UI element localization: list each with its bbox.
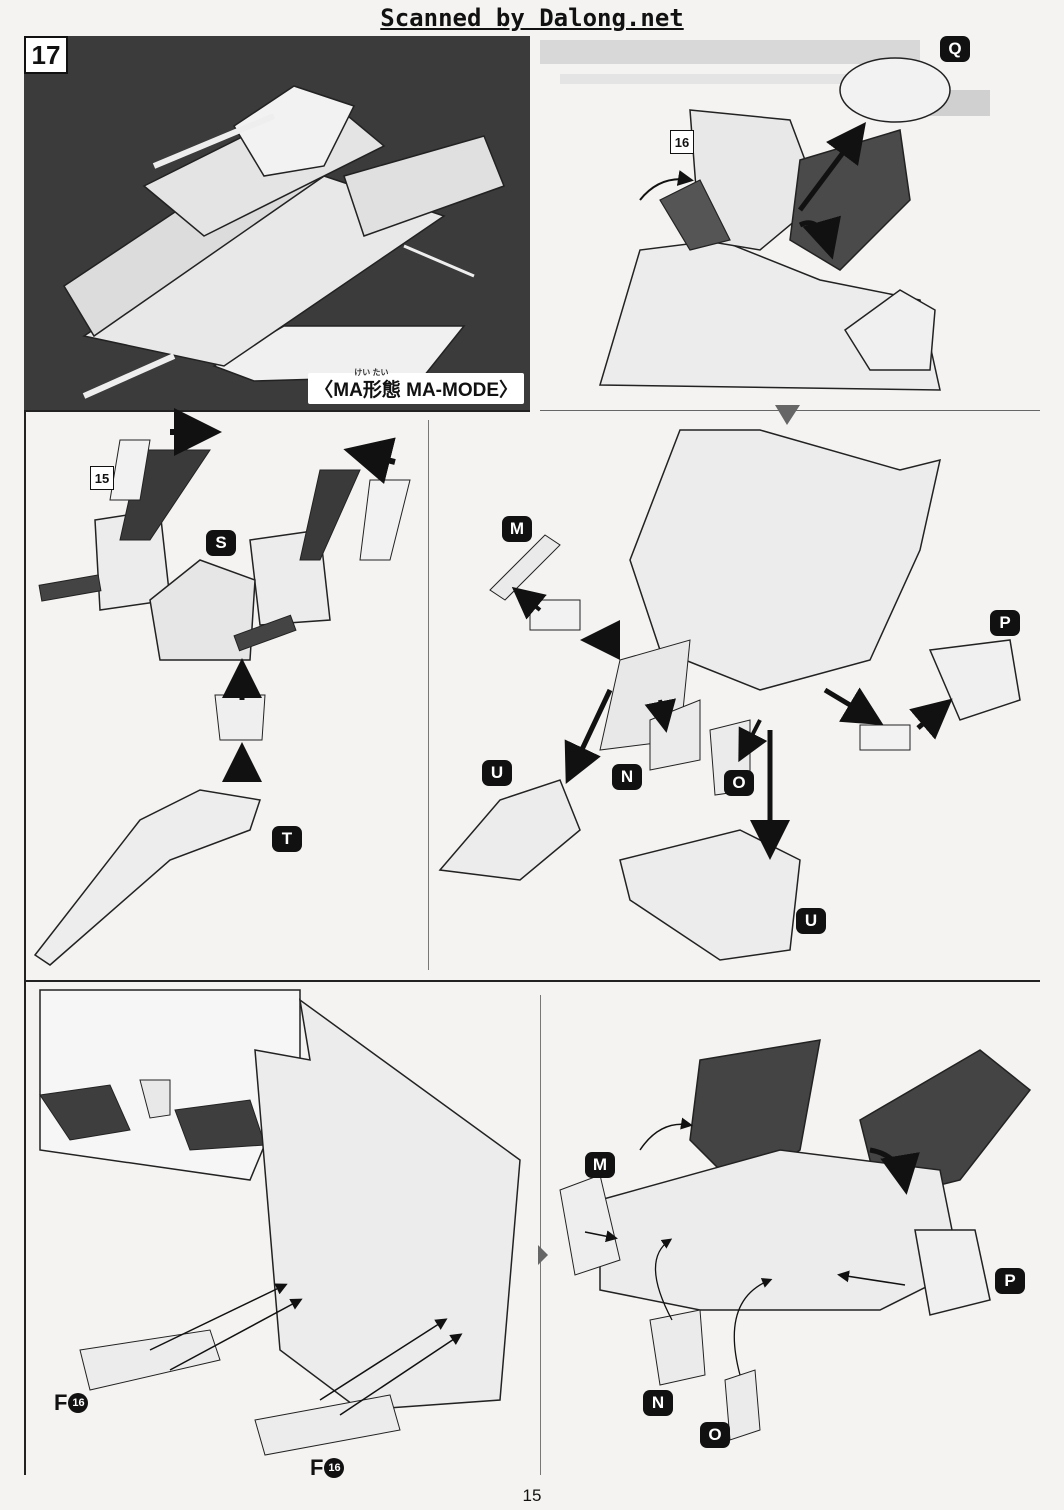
part-label-n-bottom: N [643,1390,673,1416]
bottom-left-assembly [39,989,548,1456]
top-right-assembly [598,57,951,425]
bottom-right-assembly [559,1039,1032,1441]
part-label-p-bottom: P [995,1268,1025,1294]
part-label-m-bottom: M [585,1152,615,1178]
panel-divider-v1 [428,420,429,970]
caption-ruby: けい たい [354,368,389,377]
part-code-letter: F [54,1390,68,1415]
sub-ref-16: 16 [670,130,694,154]
caption-text: 〈MA形態 MA-MODE〉 [314,380,518,401]
part-label-q: Q [940,36,970,62]
part-code-num: 16 [324,1458,345,1478]
middle-right-exploded [438,429,1021,961]
part-label-o-mid: O [724,770,754,796]
part-label-u-left: U [482,760,512,786]
part-label-t: T [272,826,302,852]
ma-mode-preview-panel: けい たい 〈MA形態 MA-MODE〉 [24,36,530,410]
sub-ref-15: 15 [90,466,114,490]
step-number: 17 [24,36,68,74]
part-label-p-mid: P [990,610,1020,636]
part-label-o-bottom: O [700,1422,730,1448]
scan-watermark: Scanned by Dalong.net [380,4,684,32]
part-label-s: S [206,530,236,556]
page-number: 15 [522,1486,542,1505]
panel-divider-h1 [24,410,530,412]
part-code-num: 16 [68,1393,89,1413]
part-code-letter: F [310,1455,324,1480]
ma-mode-caption: けい たい 〈MA形態 MA-MODE〉 [308,368,524,404]
part-label-n-mid: N [612,764,642,790]
panel-border-left [24,410,26,1475]
faded-header-bleedthrough [530,30,1040,120]
panel-divider-v2 [540,995,541,1475]
part-label-m-mid: M [502,516,532,542]
middle-left-assembly [33,408,411,966]
ma-mode-illustration [62,85,505,399]
part-label-u-bottom: U [796,908,826,934]
panel-divider-h2 [24,980,1040,982]
